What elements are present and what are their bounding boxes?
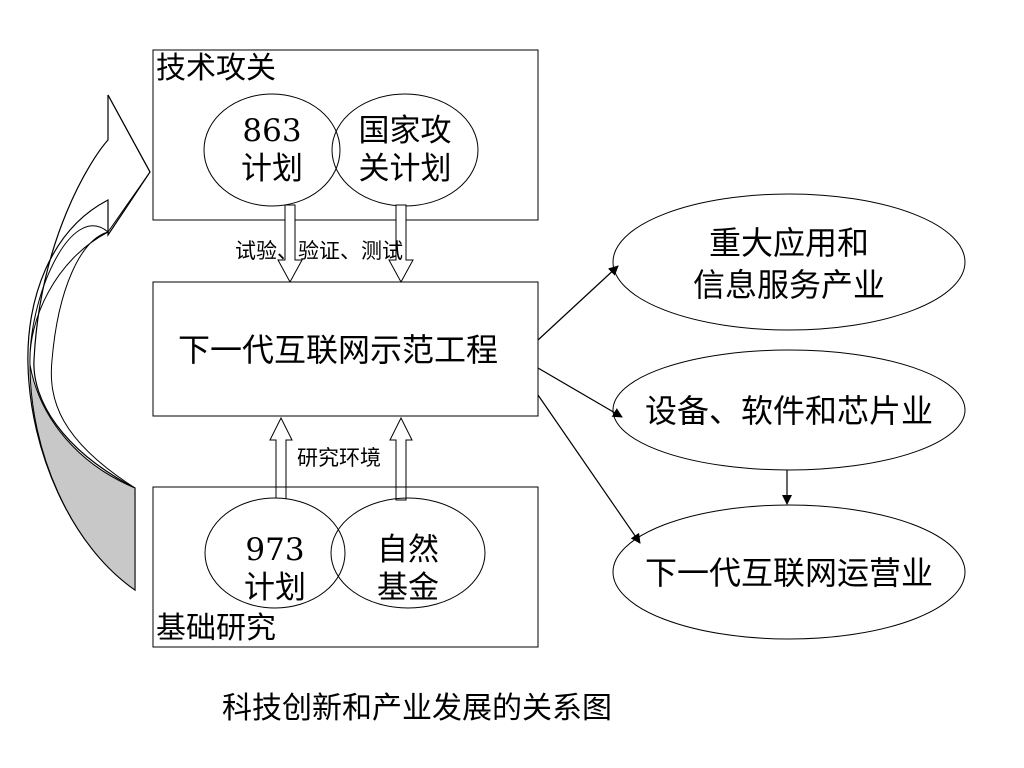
bottom-arrow-label: 研究环境 bbox=[297, 446, 381, 470]
down-arrow-left bbox=[277, 204, 303, 284]
right-ellipse-2-label: 设备、软件和芯片业 bbox=[620, 394, 958, 428]
top-ellipse-right-line1: 国家攻 bbox=[358, 113, 452, 149]
right-ellipse-3-shape bbox=[612, 504, 966, 640]
bottom-box-title: 基础研究 bbox=[156, 611, 276, 646]
up-arrow-left bbox=[269, 416, 293, 501]
right-ellipse-2-line1: 设备、软件和芯片业 bbox=[644, 392, 933, 430]
bottom-ellipse-right-label: 自然 基金 bbox=[348, 531, 468, 607]
center-box-frame bbox=[152, 281, 539, 417]
top-box-frame bbox=[152, 49, 539, 221]
up-arrow-right bbox=[389, 416, 413, 501]
top-ellipse-right-label: 国家攻 关计划 bbox=[340, 112, 470, 188]
top-ellipse-left-line1: 863 bbox=[242, 113, 302, 149]
diagram-caption: 科技创新和产业发展的关系图 bbox=[222, 691, 612, 726]
right-ellipse-1-line1: 重大应用和 bbox=[708, 224, 869, 262]
top-ellipse-right-line2: 关计划 bbox=[358, 151, 452, 187]
feedback-arrow-shade bbox=[29, 364, 136, 591]
right-ellipse-3-label: 下一代互联网运营业 bbox=[620, 556, 958, 590]
arrow-to-ellipse-1 bbox=[537, 265, 619, 341]
right-ellipse-1-label: 重大应用和 信息服务产业 bbox=[640, 222, 938, 306]
right-ellipse-1-shape bbox=[612, 193, 966, 331]
bottom-ellipse-left-label: 973 计划 bbox=[215, 531, 335, 607]
arrow-to-ellipse-3 bbox=[537, 394, 641, 544]
bottom-ellipse-left-shape bbox=[204, 497, 346, 609]
bottom-ellipse-right-line1: 自然 bbox=[377, 532, 439, 568]
top-box-title: 技术攻关 bbox=[156, 51, 276, 86]
top-arrow-label: 试验、验证、测试 bbox=[235, 239, 403, 263]
arrow-to-ellipse-2 bbox=[537, 367, 623, 418]
top-ellipse-left-label: 863 计划 bbox=[212, 112, 332, 188]
down-arrow-right bbox=[388, 204, 414, 284]
feedback-curved-arrow bbox=[29, 94, 151, 592]
bottom-ellipse-right-shape bbox=[330, 497, 486, 609]
center-box-label: 下一代互联网示范工程 bbox=[178, 331, 499, 369]
top-ellipse-left-shape bbox=[203, 93, 341, 207]
bottom-box-frame bbox=[152, 486, 539, 648]
bottom-ellipse-left-line1: 973 bbox=[245, 532, 305, 568]
bottom-ellipse-left-line2: 计划 bbox=[244, 570, 306, 606]
bottom-ellipse-right-line2: 基金 bbox=[377, 570, 439, 606]
right-ellipse-3-line1: 下一代互联网运营业 bbox=[644, 554, 933, 592]
top-ellipse-left-line2: 计划 bbox=[241, 151, 303, 187]
right-ellipse-1-line2: 信息服务产业 bbox=[692, 266, 885, 304]
